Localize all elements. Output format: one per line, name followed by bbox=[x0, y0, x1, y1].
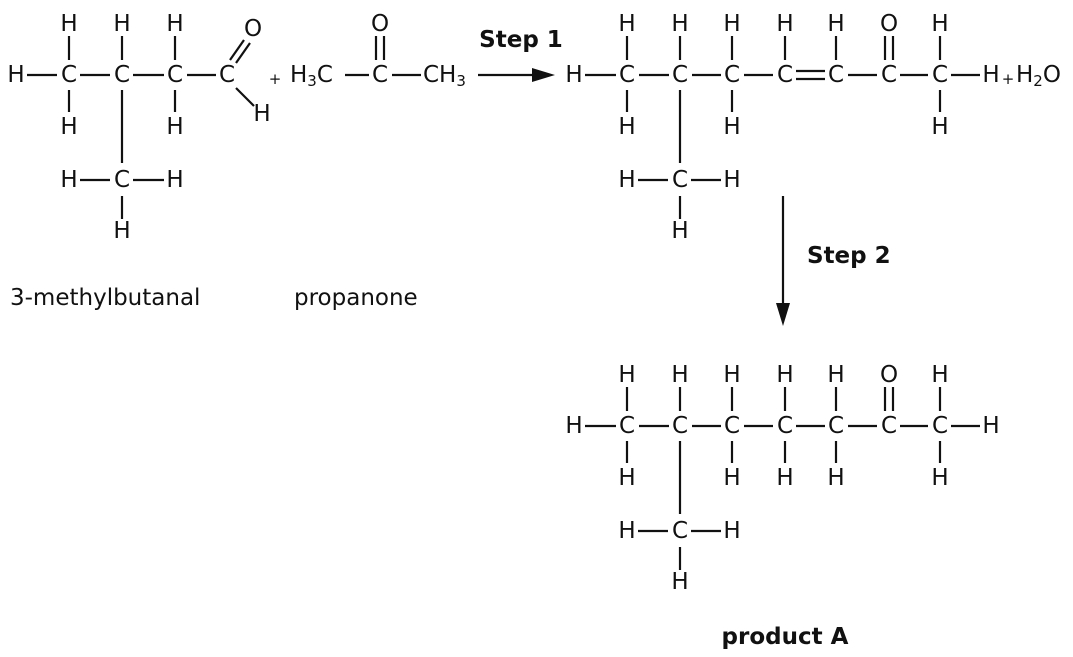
atom-c: C bbox=[619, 413, 635, 439]
atom-h: H bbox=[982, 62, 999, 88]
step2-arrow bbox=[776, 196, 790, 326]
atom-h: H bbox=[671, 569, 688, 595]
molecule-intermediate: H C C C C C C C H H H H H H O H H H H H … bbox=[565, 11, 999, 244]
reactant1-name: 3-methylbutanal bbox=[10, 285, 200, 311]
atom-h: H bbox=[671, 11, 688, 37]
step2-label: Step 2 bbox=[807, 243, 891, 269]
atom-h: H bbox=[827, 11, 844, 37]
atom-c: C bbox=[672, 413, 688, 439]
methyl-group-right: CH3 bbox=[423, 62, 466, 90]
atom-h: H bbox=[776, 465, 793, 491]
atom-c: C bbox=[61, 62, 77, 88]
atom-h: H bbox=[931, 362, 948, 388]
atom-c: C bbox=[672, 62, 688, 88]
atom-h: H bbox=[931, 114, 948, 140]
atom-h: H bbox=[618, 362, 635, 388]
atom-h: H bbox=[776, 362, 793, 388]
bonds-product-a bbox=[585, 387, 980, 570]
atom-h: H bbox=[113, 11, 130, 37]
atom-c: C bbox=[777, 413, 793, 439]
atom-h: H bbox=[60, 167, 77, 193]
atom-h: H bbox=[723, 167, 740, 193]
molecule-3-methylbutanal: H C C C C H H H O H H H H C H H bbox=[7, 11, 270, 244]
molecule-product-a: H C C C C C C C H H H H H H O H H H H H … bbox=[565, 362, 999, 595]
atom-c: C bbox=[219, 62, 235, 88]
atom-c: C bbox=[724, 62, 740, 88]
atom-h: H bbox=[60, 114, 77, 140]
atom-o: O bbox=[880, 362, 898, 388]
bonds-intermediate bbox=[585, 36, 980, 219]
atom-o: O bbox=[880, 11, 898, 37]
atom-h: H bbox=[253, 101, 270, 127]
step1-label: Step 1 bbox=[479, 27, 563, 53]
atom-h: H bbox=[166, 114, 183, 140]
atom-h: H bbox=[618, 114, 635, 140]
atom-o: O bbox=[244, 16, 262, 42]
atom-c: C bbox=[932, 62, 948, 88]
step1-arrow bbox=[478, 68, 555, 82]
atom-c: C bbox=[372, 62, 388, 88]
atom-c: C bbox=[114, 167, 130, 193]
atom-h: H bbox=[113, 218, 130, 244]
atom-h: H bbox=[723, 114, 740, 140]
atom-o: O bbox=[371, 11, 389, 37]
atom-h: H bbox=[723, 518, 740, 544]
atom-h: H bbox=[565, 62, 582, 88]
reactant2-name: propanone bbox=[294, 285, 418, 311]
atom-c: C bbox=[672, 167, 688, 193]
plus-sign: + bbox=[269, 70, 282, 88]
atom-h: H bbox=[618, 11, 635, 37]
atom-h: H bbox=[565, 413, 582, 439]
atom-h: H bbox=[827, 362, 844, 388]
atom-c: C bbox=[114, 62, 130, 88]
methyl-group-left: H3C bbox=[290, 62, 333, 90]
product-a-name: product A bbox=[722, 624, 849, 650]
atom-h: H bbox=[723, 362, 740, 388]
atom-c: C bbox=[672, 518, 688, 544]
atom-h: H bbox=[671, 362, 688, 388]
atom-h: H bbox=[166, 11, 183, 37]
atom-h: H bbox=[723, 465, 740, 491]
atom-h: H bbox=[7, 62, 24, 88]
atom-h: H bbox=[931, 11, 948, 37]
atom-h: H bbox=[618, 465, 635, 491]
atom-h: H bbox=[982, 413, 999, 439]
atom-h: H bbox=[931, 465, 948, 491]
plus-sign: + bbox=[1002, 70, 1015, 88]
atom-c: C bbox=[167, 62, 183, 88]
bonds-3-methylbutanal bbox=[27, 36, 255, 219]
atom-h: H bbox=[671, 218, 688, 244]
atom-c: C bbox=[932, 413, 948, 439]
atom-h: H bbox=[827, 465, 844, 491]
atom-c: C bbox=[724, 413, 740, 439]
atom-h: H bbox=[60, 11, 77, 37]
molecule-propanone: H3C C O CH3 bbox=[290, 11, 466, 90]
atom-c: C bbox=[619, 62, 635, 88]
atom-c: C bbox=[881, 413, 897, 439]
water-formula: H2O bbox=[1016, 62, 1061, 90]
atom-h: H bbox=[618, 167, 635, 193]
atom-h: H bbox=[618, 518, 635, 544]
atom-c: C bbox=[828, 413, 844, 439]
atom-h: H bbox=[776, 11, 793, 37]
atom-h: H bbox=[723, 11, 740, 37]
atom-c: C bbox=[881, 62, 897, 88]
atom-c: C bbox=[777, 62, 793, 88]
atom-h: H bbox=[166, 167, 183, 193]
atom-c: C bbox=[828, 62, 844, 88]
